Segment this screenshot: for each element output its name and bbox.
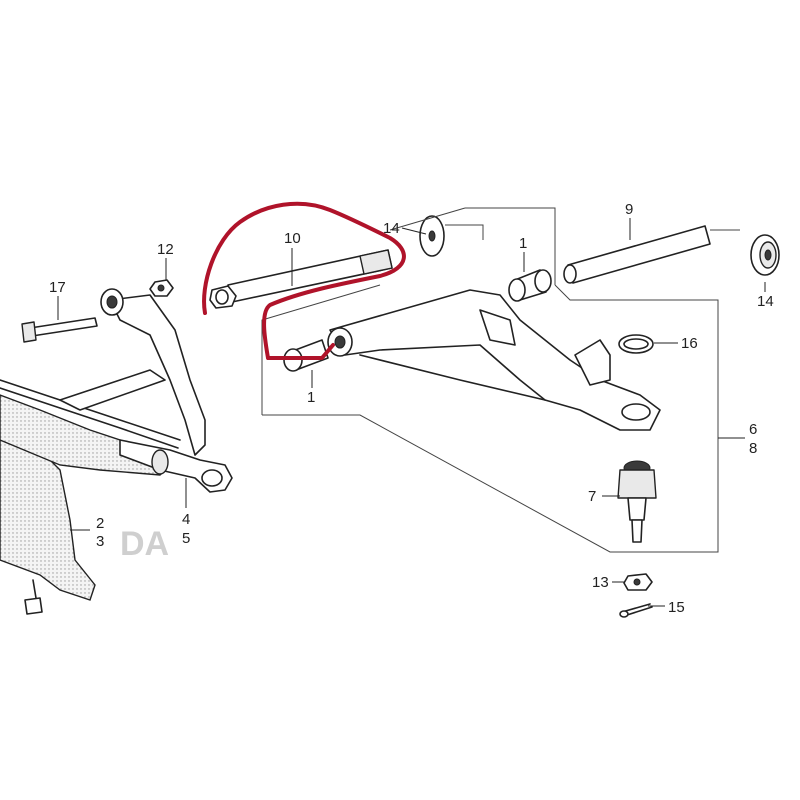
upper-arm-left [59, 288, 233, 493]
body-panel: DA [0, 379, 181, 601]
washer-icon [750, 234, 780, 276]
callout-17: 17 [49, 279, 66, 296]
washer-icon [419, 215, 445, 257]
nut-icon [149, 279, 174, 297]
callout-14-center: 14 [383, 220, 400, 237]
callout-14-right: 14 [757, 293, 774, 310]
bolt-icon [209, 249, 393, 309]
ball-joint-icon [617, 460, 657, 543]
watermark-letters: DA [120, 525, 169, 563]
callout-1-lower: 1 [307, 389, 315, 406]
snap-ring [618, 334, 654, 354]
callout-8: 8 [749, 440, 757, 457]
callout-9: 9 [625, 201, 633, 218]
callout-1-upper: 1 [519, 235, 527, 252]
callout-16: 16 [681, 335, 698, 352]
callout-13: 13 [592, 574, 609, 591]
callout-2: 2 [96, 515, 104, 532]
tube-9 [563, 225, 711, 284]
cotter-pin-icon [619, 603, 653, 618]
nut-icon [623, 573, 653, 591]
assembly-outline [261, 207, 740, 553]
bushing-lower [283, 339, 329, 372]
callout-3: 3 [96, 533, 104, 550]
callout-15: 15 [668, 599, 685, 616]
callout-6: 6 [749, 421, 757, 438]
bolt-icon [21, 317, 98, 343]
bushing-upper [508, 269, 552, 302]
a-arm [327, 289, 661, 431]
callout-4: 4 [182, 511, 190, 528]
highlight-outline [202, 201, 406, 360]
bolt-icon [24, 579, 43, 615]
leader-lines [57, 218, 766, 607]
callout-10: 10 [284, 230, 301, 247]
callout-12: 12 [157, 241, 174, 258]
callout-7: 7 [588, 488, 596, 505]
callout-5: 5 [182, 530, 190, 547]
